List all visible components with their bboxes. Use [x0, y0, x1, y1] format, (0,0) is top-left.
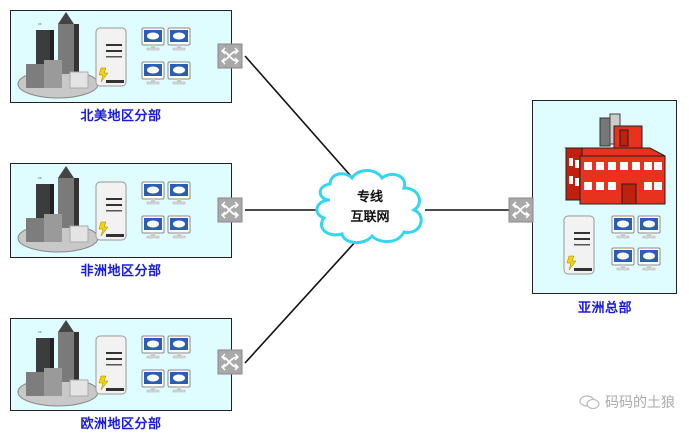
switch-icon	[508, 197, 534, 223]
city-buildings-icon	[17, 165, 99, 253]
hq-building-icon	[564, 113, 666, 205]
link-north-america	[244, 55, 358, 184]
switch-icon	[217, 43, 243, 69]
server-icon	[95, 181, 127, 241]
server-icon	[563, 215, 595, 275]
monitor-icon	[167, 61, 191, 85]
branch-label-africa: 非洲地区分部	[80, 264, 162, 279]
switch-icon	[217, 197, 243, 223]
switch-icon	[217, 349, 243, 375]
city-buildings-icon	[17, 319, 99, 407]
monitor-icon	[141, 61, 165, 85]
cloud-icon	[315, 169, 423, 244]
monitor-icon	[141, 27, 165, 51]
link-europe	[244, 239, 358, 364]
monitor-icon	[167, 369, 191, 393]
monitor-icon	[637, 215, 661, 239]
monitor-icon	[141, 215, 165, 239]
monitor-icon	[141, 181, 165, 205]
branch-label-north-america: 北美地区分部	[80, 109, 162, 124]
network-line2: 互联网	[350, 210, 390, 225]
monitor-icon	[611, 247, 635, 271]
server-icon	[95, 27, 127, 87]
branch-label-europe: 欧洲地区分部	[80, 417, 162, 432]
server-icon	[95, 335, 127, 395]
monitor-icon	[611, 215, 635, 239]
monitor-icon	[141, 369, 165, 393]
city-buildings-icon	[17, 11, 99, 99]
network-line1: 专线	[356, 190, 383, 205]
monitor-icon	[167, 215, 191, 239]
monitor-icon	[141, 335, 165, 359]
monitor-icon	[167, 181, 191, 205]
monitor-icon	[167, 27, 191, 51]
watermark-text: 码码的土狼	[605, 395, 675, 411]
wechat-icon	[578, 395, 600, 409]
network-cloud-label: 专线 互联网	[340, 188, 400, 228]
monitor-icon	[167, 335, 191, 359]
monitor-icon	[637, 247, 661, 271]
hq-label: 亚洲总部	[577, 301, 632, 316]
watermark: 码码的土狼	[578, 392, 675, 412]
